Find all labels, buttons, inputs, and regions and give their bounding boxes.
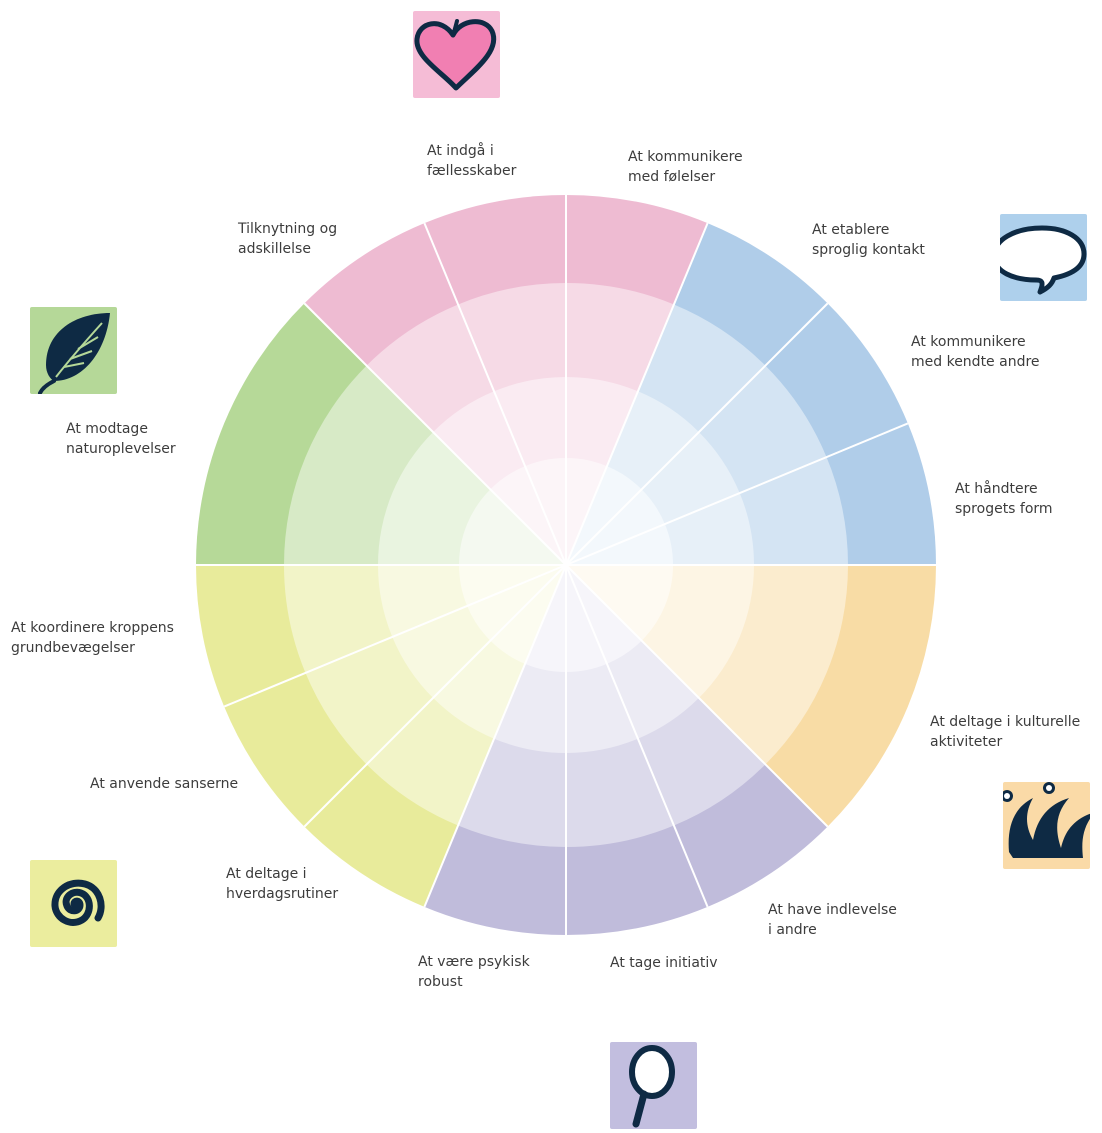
segment-tilknytning-ring-3 xyxy=(490,466,566,565)
label-natur: At modtage naturoplevelser xyxy=(66,421,176,457)
spiral-badge xyxy=(30,860,117,947)
segment-divider xyxy=(223,564,567,708)
mirror-badge xyxy=(610,1042,697,1129)
label-etablere: At etablere sproglig kontakt xyxy=(812,222,925,258)
label-faellesskaber: At indgå i fællesskaber xyxy=(427,143,517,179)
segment-divider xyxy=(565,302,829,566)
segment-hverdag-ring-3 xyxy=(490,565,566,664)
hand-mirror-icon xyxy=(629,1045,675,1128)
jester-hat-icon xyxy=(1003,782,1090,858)
segment-divider xyxy=(565,564,829,828)
speech-bubble-icon xyxy=(1000,225,1087,295)
label-initiativ: At tage initiativ xyxy=(610,955,718,971)
segment-divider xyxy=(303,302,567,566)
segment-divider xyxy=(565,422,909,566)
label-hverdag: At deltage i hverdagsrutiner xyxy=(226,866,339,902)
segment-kulturelle-ring-3 xyxy=(566,565,673,641)
heart-icon xyxy=(414,19,497,91)
segment-sanser-ring-3 xyxy=(467,565,566,641)
label-kendte: At kommunikere med kendte andre xyxy=(911,334,1040,370)
label-tilknytning: Tilknytning og adskillelse xyxy=(238,221,338,257)
segment-natur-ring-3 xyxy=(459,489,566,565)
segment-divider xyxy=(423,564,567,908)
segment-kendte-ring-3 xyxy=(566,489,665,565)
label-kulturelle: At deltage i kulturelle aktiviteter xyxy=(930,714,1081,750)
jester-badge xyxy=(1003,782,1090,869)
label-foelelser: At kommunikere med følelser xyxy=(628,149,743,185)
segment-divider xyxy=(565,222,709,566)
segment-divider xyxy=(565,564,709,908)
leaf-badge xyxy=(30,307,117,394)
label-koordinere: At koordinere kroppens grundbevægelser xyxy=(11,620,174,656)
label-sanser: At anvende sanserne xyxy=(90,776,239,792)
segment-divider xyxy=(423,222,567,566)
segment-indlevelse-ring-3 xyxy=(566,565,642,664)
spiral-icon xyxy=(51,879,105,926)
segment-etablere-ring-3 xyxy=(566,466,642,565)
heart-badge xyxy=(413,11,500,98)
label-indlevelse: At have indlevelse i andre xyxy=(768,902,897,938)
speech-badge xyxy=(1000,214,1087,301)
label-haandtere: At håndtere sprogets form xyxy=(955,481,1053,517)
leaf-icon xyxy=(38,313,110,394)
label-robust: At være psykisk robust xyxy=(418,954,530,990)
segment-divider xyxy=(303,564,567,828)
